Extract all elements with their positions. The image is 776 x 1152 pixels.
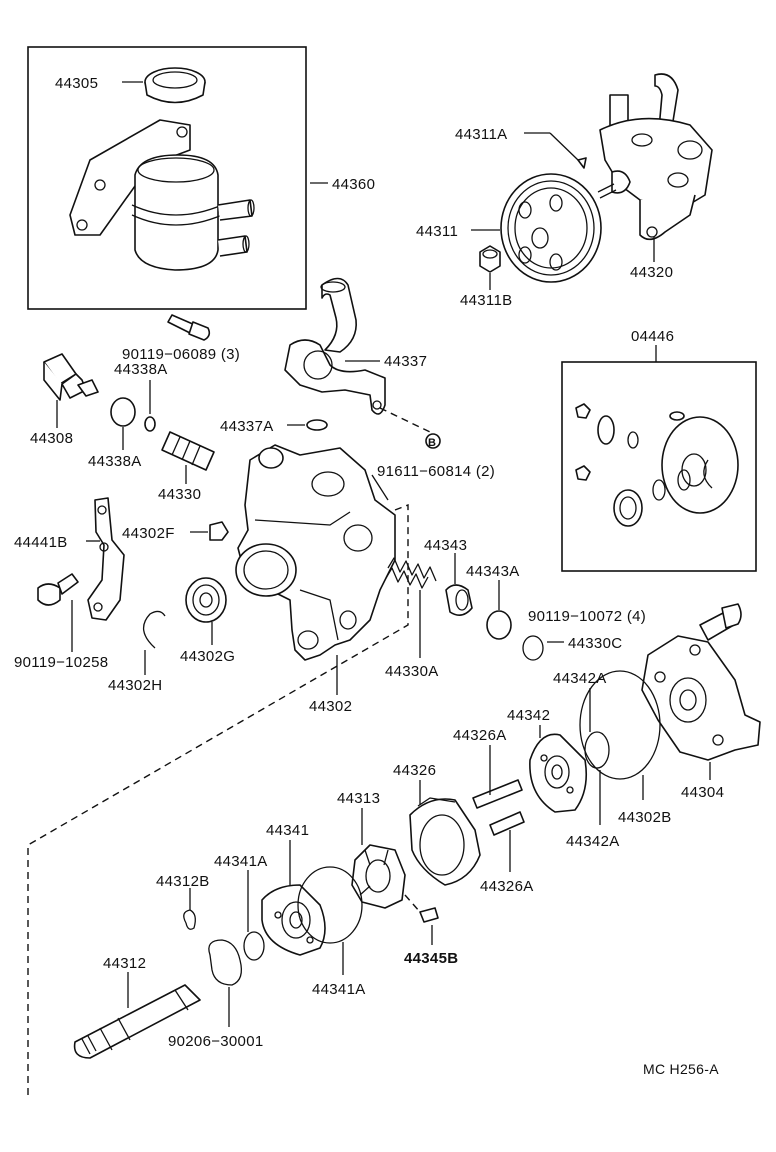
o-ring-44343A (486, 610, 512, 640)
label-44330C: 44330C (568, 635, 622, 652)
label-44345B: 44345B (404, 950, 458, 967)
label-44441B: 44441B (14, 534, 68, 551)
label-44312: 44312 (103, 955, 146, 972)
bracket-44441B (87, 497, 125, 621)
label-44311: 44311 (416, 223, 458, 240)
label-90119-10258: 90119−10258 (14, 654, 108, 671)
pump-housing-44302 (235, 444, 396, 661)
key-44311A (577, 157, 587, 169)
shaft-44312 (73, 984, 201, 1059)
vane-44345B (419, 907, 439, 923)
seal-kit-parts (575, 403, 739, 527)
label-44326A-bottom: 44326A (480, 878, 534, 895)
label-91611-60814: 91611−60814 (2) (377, 463, 495, 480)
snap-ring-44312B (183, 909, 196, 930)
label-44342A-bottom: 44342A (566, 833, 620, 850)
label-90119-06089: 90119−06089 (3) (122, 346, 240, 363)
pulley-44311 (500, 173, 602, 283)
front-plate-44341 (261, 884, 326, 956)
seal-90206-30001 (208, 939, 243, 986)
callout-b-letter: B (428, 437, 436, 449)
label-44343: 44343 (424, 537, 467, 554)
label-44341A-top: 44341A (214, 853, 268, 870)
seal-kit-box-04446 (561, 361, 757, 572)
label-44326A-top: 44326A (453, 727, 507, 744)
label-44302F: 44302F (122, 525, 175, 542)
fitting-44343 (445, 584, 473, 616)
label-44311B: 44311B (460, 292, 512, 309)
label-44320: 44320 (630, 264, 673, 281)
flow-valve-44330 (161, 431, 215, 471)
diagram-code: MC H256-A (643, 1061, 719, 1077)
label-44330: 44330 (158, 486, 201, 503)
label-44330A: 44330A (385, 663, 439, 680)
o-ring-44338A (110, 397, 136, 427)
snap-ring-44302H (143, 610, 166, 649)
spring-44330A (385, 557, 437, 589)
o-ring-small-44338A (144, 416, 156, 432)
label-44360: 44360 (332, 176, 375, 193)
o-ring-44337A (306, 419, 328, 431)
label-44342: 44342 (507, 707, 550, 724)
label-44341A-bottom: 44341A (312, 981, 366, 998)
union-44308 (43, 353, 99, 401)
label-44304: 44304 (681, 784, 724, 801)
pins-44326A (472, 779, 525, 836)
o-ring-small-44341A (243, 931, 265, 961)
label-44302G: 44302G (180, 648, 235, 665)
nut-44311B (479, 245, 501, 273)
side-plate-44342 (529, 733, 588, 813)
label-04446: 04446 (631, 328, 674, 345)
pump-assembly-44320 (597, 73, 713, 241)
label-44337A: 44337A (220, 418, 274, 435)
label-90119-10072: 90119−10072 (4) (528, 608, 646, 625)
label-44343A: 44343A (466, 563, 520, 580)
bolt-90119-06089 (167, 314, 211, 341)
reservoir-group-box (27, 46, 307, 310)
label-44311A: 44311A (455, 126, 507, 143)
callout-b-circle (425, 433, 441, 449)
reservoir-cap-44305 (144, 67, 206, 104)
label-44302: 44302 (309, 698, 352, 715)
label-44312B: 44312B (156, 873, 210, 890)
bolt-90119-10258 (37, 573, 79, 606)
label-44338A-bottom: 44338A (88, 453, 142, 470)
label-44337: 44337 (384, 353, 427, 370)
label-44338A-top: 44338A (114, 361, 168, 378)
label-44326: 44326 (393, 762, 436, 779)
gasket-44302B (579, 670, 661, 780)
label-44305: 44305 (55, 75, 98, 92)
rear-cover-44304 (641, 635, 761, 761)
suction-pipe-44337 (284, 277, 386, 415)
cam-ring-44326 (409, 797, 481, 886)
label-44342A-top: 44342A (553, 670, 607, 687)
label-44302B: 44302B (618, 809, 672, 826)
label-44313: 44313 (337, 790, 380, 807)
gasket-44341A (297, 866, 363, 944)
bearing-44302G (185, 577, 227, 623)
label-44308: 44308 (30, 430, 73, 447)
label-44302H: 44302H (108, 677, 162, 694)
rotor-44313 (351, 844, 406, 909)
label-90206-30001: 90206−30001 (168, 1033, 263, 1050)
label-44341: 44341 (266, 822, 309, 839)
snap-ring-44330C (522, 635, 544, 661)
bolt-90119-10072 (699, 603, 742, 641)
o-ring-44342A (584, 731, 610, 769)
reservoir-tank (69, 119, 255, 271)
bolt-44302F (209, 521, 229, 541)
